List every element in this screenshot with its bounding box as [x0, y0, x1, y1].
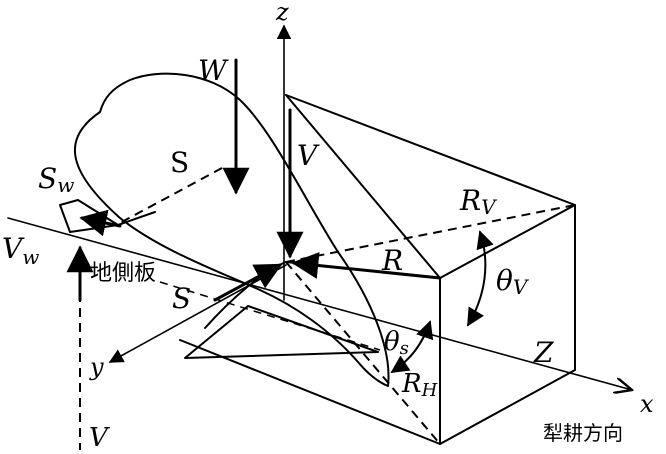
landside-label: 地側板 [90, 261, 156, 286]
vw-label: Vw [2, 232, 39, 269]
r-label: R [381, 244, 403, 277]
theta-s-arc [390, 320, 434, 373]
z-label: Z [533, 336, 554, 369]
z-axis-label: z [275, 0, 289, 26]
s-lower-label: S [172, 282, 191, 315]
landside-board-top-edges [285, 94, 576, 279]
x-axis-label: x [640, 390, 654, 418]
rh-dashed-line [285, 261, 441, 445]
w-label: W [198, 54, 229, 87]
rv-dashed-line [285, 204, 576, 263]
plowshare [184, 305, 379, 359]
theta-v-label: θV [496, 264, 530, 299]
landside-dashed-line [159, 281, 381, 351]
s-dashed-line [117, 167, 223, 225]
rh-label: RH [401, 369, 438, 401]
sw-label: Sw [38, 162, 74, 197]
landside-heel [59, 199, 119, 233]
theta-s-label: θs [384, 327, 409, 359]
landside-board-bottom-edge [439, 369, 576, 445]
v-top-label: V [297, 139, 320, 172]
plow-direction-label: 犁耕方向 [543, 421, 623, 445]
theta-v-arc [467, 230, 494, 327]
s-force-arrow [213, 263, 283, 302]
moldboard-outline [74, 72, 390, 387]
sw-force-arrow [79, 209, 122, 237]
s-upper-label: S [170, 146, 189, 179]
rv-label: RV [459, 184, 498, 219]
landside-board-diagonal [285, 94, 441, 279]
r-force-arrow [291, 252, 442, 280]
sw-to-plow-line [117, 211, 156, 226]
y-axis-label: y [89, 353, 104, 381]
v-bottom-label: V [89, 423, 110, 453]
x-axis [7, 217, 632, 390]
